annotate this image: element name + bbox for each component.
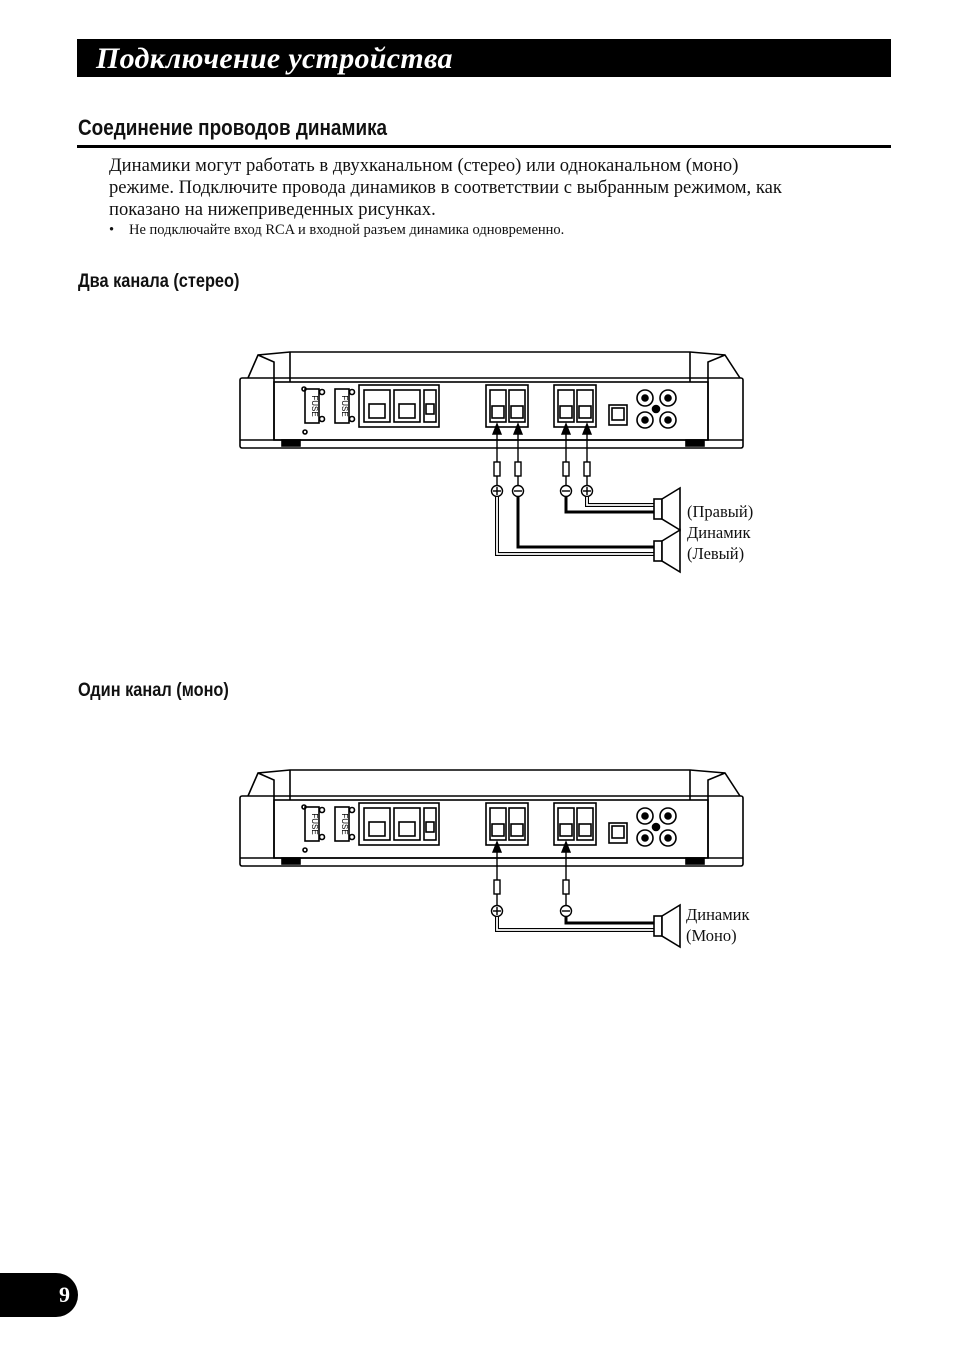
page-number: 9 <box>59 1282 70 1307</box>
wire-connectors-stereo <box>490 422 594 498</box>
intro-line: показано на нижеприведенных рисунках. <box>109 199 436 220</box>
stereo-heading: Два канала (стерео) <box>78 271 240 292</box>
speaker-label: Динамик <box>686 905 750 924</box>
speaker-icon <box>653 903 681 949</box>
chapter-title-bar: Подключение устройства <box>77 39 891 77</box>
section-heading: Соединение проводов динамика <box>78 115 388 140</box>
intro-line: Динамики могут работать в двухканальном … <box>109 155 739 176</box>
speaker-label-left: (Левый) <box>687 544 745 563</box>
speaker-wires-mono <box>495 917 654 932</box>
speaker-icon <box>653 486 681 532</box>
amplifier-stereo <box>239 351 744 449</box>
speaker-label-mono: (Моно) <box>686 926 737 945</box>
mono-heading: Один канал (моно) <box>78 680 229 701</box>
speaker-label-right: (Правый) <box>687 502 754 521</box>
speaker-label: Динамик <box>687 523 751 542</box>
note-text: Не подключайте вход RCA и входной разъем… <box>129 222 565 238</box>
amplifier-mono <box>239 769 744 867</box>
intro-line: режиме. Подключите провода динамиков в с… <box>109 177 782 198</box>
chapter-title: Подключение устройства <box>96 42 453 75</box>
fuse-label: FUSE <box>310 813 319 834</box>
stereo-speaker-labels: (Правый) Динамик (Левый) <box>687 501 753 564</box>
bullet-icon: • <box>109 222 115 238</box>
fuse-label: FUSE <box>340 813 349 834</box>
fuse-label: FUSE <box>310 395 319 416</box>
fuse-label: FUSE <box>340 395 349 416</box>
wire-connectors-mono <box>490 840 573 918</box>
page-number-tab: 9 <box>0 1273 78 1317</box>
mono-speaker-labels: Динамик (Моно) <box>686 904 750 946</box>
speaker-wires-stereo <box>495 497 654 556</box>
note-bullet: • Не подключайте вход RCA и входной разъе… <box>109 221 564 239</box>
section-divider <box>77 145 891 148</box>
intro-paragraph: Динамики могут работать в двухканальном … <box>109 155 899 221</box>
speaker-icon <box>653 528 681 574</box>
